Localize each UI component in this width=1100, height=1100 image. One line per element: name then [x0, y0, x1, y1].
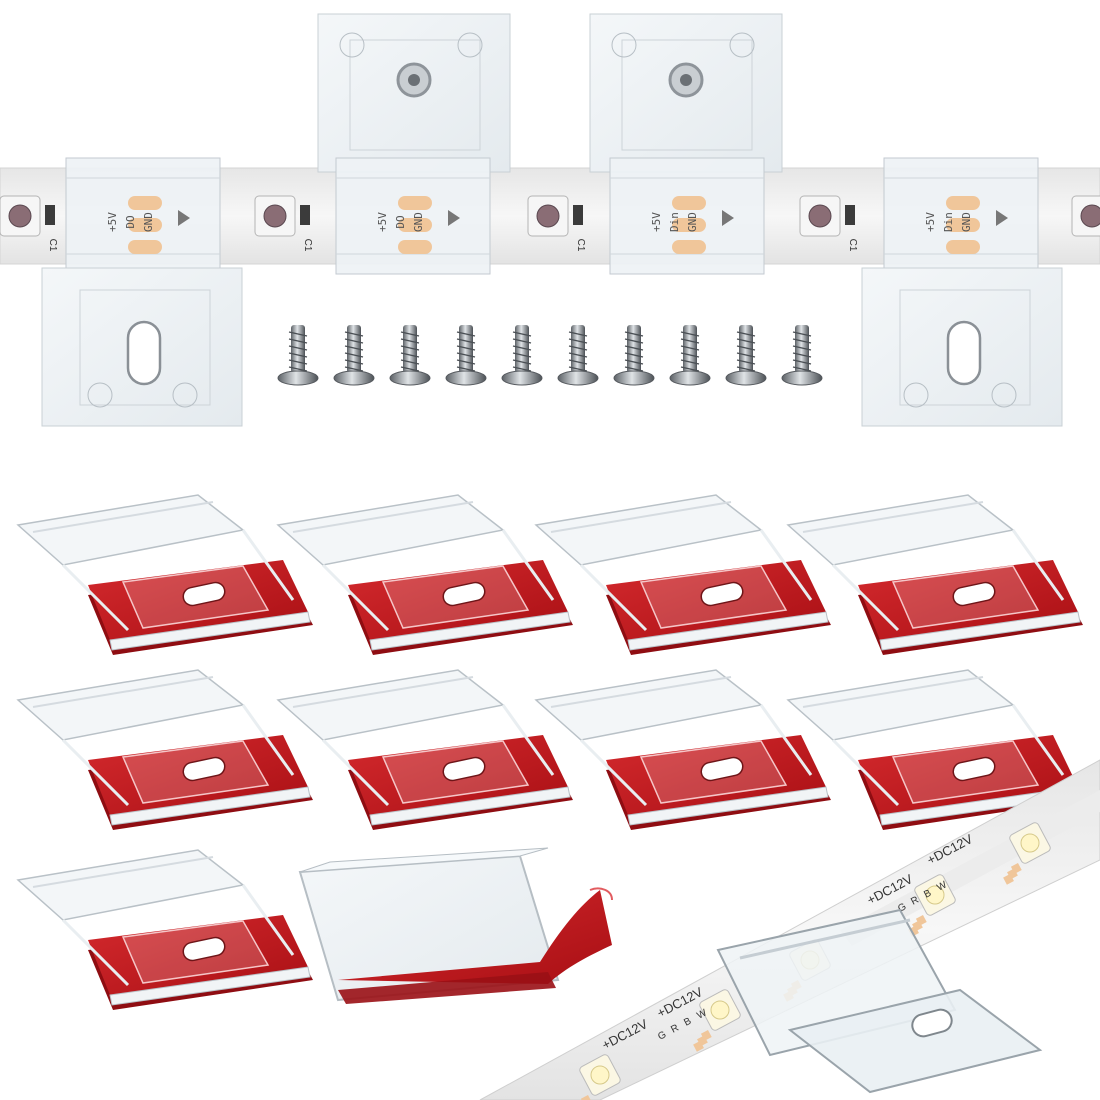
- led-chip-icon: C1: [0, 195, 58, 252]
- mount-slot-icon: [952, 756, 996, 782]
- cap-label: C1: [575, 239, 586, 252]
- pad-label: GND: [960, 212, 973, 232]
- screw-icon: [277, 325, 319, 386]
- mount-slot-icon: [946, 320, 982, 386]
- direction-arrow-icon: [178, 210, 190, 226]
- adhesive-clip: [534, 669, 831, 830]
- strip-connector: +5V Din GND: [609, 157, 765, 275]
- adhesive-clip: [276, 494, 573, 655]
- screw-icon: [501, 325, 543, 386]
- led-chip-icon: C1: [254, 195, 313, 252]
- screw-icon: [557, 325, 599, 386]
- pad-label: +5V: [106, 212, 119, 232]
- screw-icon: [613, 325, 655, 386]
- mount-slot-icon: [442, 581, 486, 607]
- direction-arrow-icon: [996, 210, 1008, 226]
- adhesive-clip: [786, 494, 1083, 655]
- led-chip-icon: [908, 874, 956, 937]
- mount-slot-icon: [700, 581, 744, 607]
- screw-row: [277, 325, 823, 386]
- pad-label: DO: [124, 215, 137, 228]
- adhesive-clip: [16, 669, 313, 830]
- adhesive-clip: [786, 669, 1083, 830]
- pad-label: Din: [942, 212, 955, 232]
- strip-connector: +5V DO GND: [65, 157, 221, 275]
- screw-icon: [781, 325, 823, 386]
- adhesive-clip: [16, 849, 313, 1010]
- led-chip-icon: [579, 1054, 621, 1100]
- cap-label: C1: [47, 239, 58, 252]
- cap-label: C1: [302, 239, 313, 252]
- channel-label: B: [682, 1016, 693, 1029]
- screw-icon: [333, 325, 375, 386]
- screw-icon: [669, 325, 711, 386]
- mount-slot-icon: [126, 320, 162, 386]
- channel-label: R: [669, 1023, 681, 1036]
- channel-label: B: [922, 888, 933, 901]
- pad-label: +5V: [924, 212, 937, 232]
- adhesive-clip: [534, 494, 831, 655]
- mount-slot-icon: [182, 581, 226, 607]
- pad-label: GND: [686, 212, 699, 232]
- adhesive-clip: [276, 669, 573, 830]
- direction-arrow-icon: [448, 210, 460, 226]
- mount-slot-icon: [911, 1008, 953, 1038]
- channel-label: R: [909, 895, 921, 908]
- adhesive-clip: [16, 494, 313, 655]
- pad-label: GND: [412, 212, 425, 232]
- screw-icon: [389, 325, 431, 386]
- pad-label: +5V: [376, 212, 389, 232]
- adhesive-clip-grid: [16, 494, 1083, 1010]
- pad-label: +5V: [650, 212, 663, 232]
- screw-icon: [725, 325, 767, 386]
- led-chip-icon: C1: [527, 195, 586, 252]
- cap-label: C1: [847, 239, 858, 252]
- mounted-clip: [716, 908, 1043, 1094]
- led-chip-icon: [693, 989, 741, 1052]
- screw-icon: [445, 325, 487, 386]
- mount-slot-icon: [182, 936, 226, 962]
- led-chip-icon: [1003, 822, 1051, 885]
- direction-arrow-icon: [722, 210, 734, 226]
- bottom-clip-2: [861, 267, 1063, 427]
- strip-connector: +5V DO GND: [335, 157, 491, 275]
- mount-slot-icon: [182, 756, 226, 782]
- bottom-clip-1: [41, 267, 243, 427]
- led-chip-icon: C1: [1071, 195, 1100, 237]
- pad-label: GND: [142, 212, 155, 232]
- pad-label: DO: [394, 215, 407, 228]
- mount-slot-icon: [700, 756, 744, 782]
- top-clip-2: [589, 13, 783, 173]
- pad-label: Din: [668, 212, 681, 232]
- mount-slot-icon: [952, 581, 996, 607]
- mount-slot-icon: [442, 756, 486, 782]
- top-clip-1: [317, 13, 511, 173]
- led-chip-icon: C1: [799, 195, 858, 252]
- strip-connector: +5V Din GND: [883, 157, 1039, 275]
- peeling-clip: [298, 847, 613, 1004]
